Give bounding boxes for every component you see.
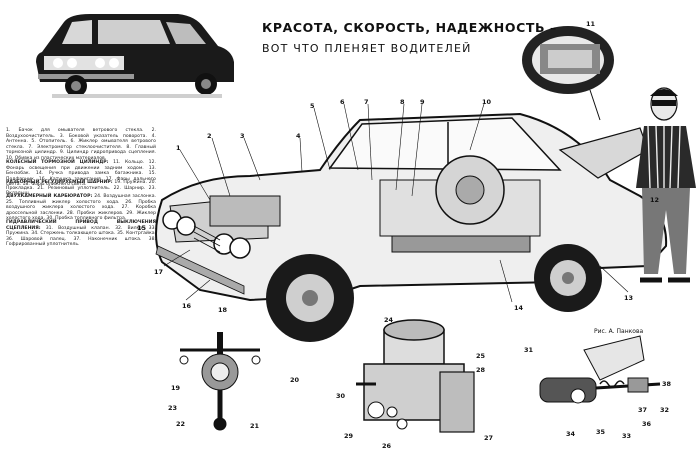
carburetor-inset xyxy=(356,319,475,433)
legend-heading-5: ГИДРАВЛИЧЕСКИЙ ПРИВОД ВЫКЛЮЧЕНИЯ СЦЕПЛЕН… xyxy=(6,220,156,231)
legend-text-3: 19. Пружина. 20. Прокладка. 21. Резиновы… xyxy=(6,180,157,197)
callout-15: 15 xyxy=(137,224,147,232)
callout-12: 12 xyxy=(650,196,660,204)
callout-28: 28 xyxy=(476,366,486,374)
callout-22: 22 xyxy=(176,420,186,428)
callout-38: 38 xyxy=(662,380,672,388)
callout-17: 17 xyxy=(154,268,164,276)
front-grille xyxy=(155,225,245,295)
callout-37: 37 xyxy=(638,406,648,414)
callout-4: 4 xyxy=(296,132,301,140)
brake-cylinder-inset xyxy=(522,26,614,121)
callout-23: 23 xyxy=(168,404,178,412)
legend-heading-2: КОЛЕСНЫЙ ТОРМОЗНОЙ ЦИЛИНДР: xyxy=(6,160,109,165)
headlights xyxy=(162,210,251,259)
callout-13: 13 xyxy=(624,294,634,302)
callout-20: 20 xyxy=(290,376,300,384)
callout-31: 31 xyxy=(524,346,534,354)
callout-36: 36 xyxy=(642,420,652,428)
callout-5: 5 xyxy=(310,102,315,110)
legend-block-3: РАЗБОРНЫЙ РЕГУЛИРУЕМЫЙ ШАРНИР: 19. Пружи… xyxy=(6,180,156,197)
callout-30: 30 xyxy=(336,392,346,400)
legend-text-1: 1. Бачок для омывателя ветрового стекла.… xyxy=(6,128,156,161)
callout-7: 7 xyxy=(364,98,369,106)
callout-21: 21 xyxy=(250,422,260,430)
callout-3: 3 xyxy=(240,132,245,140)
callout-34: 34 xyxy=(566,430,576,438)
legend-text-5: 31. Воздушный клапан. 32. Вилка. 33. Пру… xyxy=(6,225,156,248)
leader-lines xyxy=(163,103,629,303)
callout-19: 19 xyxy=(171,384,181,392)
illustrator-credit: Рис. А. Панкова xyxy=(594,328,644,335)
callout-14: 14 xyxy=(514,304,524,312)
legend-block-1: 1. Бачок для омывателя ветрового стекла.… xyxy=(6,128,156,162)
callout-33: 33 xyxy=(622,432,632,440)
car-photo xyxy=(36,14,234,98)
callout-16: 16 xyxy=(182,302,192,310)
legend-text-2: 11. Кольцо. 12. Фонарь освещения при дви… xyxy=(6,160,156,188)
joint-inset xyxy=(179,332,261,431)
rear-wheel xyxy=(534,244,602,312)
callout-18: 18 xyxy=(218,306,228,314)
legend-heading-4: ДВУХКАМЕРНЫЙ КАРБЮРАТОР: xyxy=(6,194,93,199)
legend-text-4: 24. Воздушная заслонка. 25. Топливный жи… xyxy=(6,194,156,222)
legend-block-2: КОЛЕСНЫЙ ТОРМОЗНОЙ ЦИЛИНДР: 11. Кольцо. … xyxy=(6,160,156,188)
legend-block-5: ГИДРАВЛИЧЕСКИЙ ПРИВОД ВЫКЛЮЧЕНИЯ СЦЕПЛЕН… xyxy=(6,220,156,248)
callout-8: 8 xyxy=(400,98,405,106)
callout-11: 11 xyxy=(586,20,596,28)
front-wheel xyxy=(266,254,354,342)
callout-1: 1 xyxy=(176,144,181,152)
callout-32: 32 xyxy=(660,406,670,414)
legend-heading-3: РАЗБОРНЫЙ РЕГУЛИРУЕМЫЙ ШАРНИР: xyxy=(6,180,113,185)
callout-27: 27 xyxy=(484,434,494,442)
callout-2: 2 xyxy=(207,132,212,140)
page-title: КРАСОТА, СКОРОСТЬ, НАДЕЖНОСТЬ – xyxy=(262,20,557,35)
callout-9: 9 xyxy=(420,98,425,106)
callout-24: 24 xyxy=(384,316,394,324)
legend-block-4: ДВУХКАМЕРНЫЙ КАРБЮРАТОР: 24. Воздушная з… xyxy=(6,194,156,222)
callout-26: 26 xyxy=(382,442,392,450)
callout-29: 29 xyxy=(344,432,354,440)
callout-35: 35 xyxy=(596,428,606,436)
page-subtitle: ВОТ ЧТО ПЛЕНЯЕТ ВОДИТЕЛЕЙ xyxy=(262,42,472,55)
callout-6: 6 xyxy=(340,98,345,106)
man-figure xyxy=(636,87,696,283)
clutch-drive-inset xyxy=(539,335,661,404)
callout-25: 25 xyxy=(476,352,486,360)
callout-10: 10 xyxy=(482,98,492,106)
